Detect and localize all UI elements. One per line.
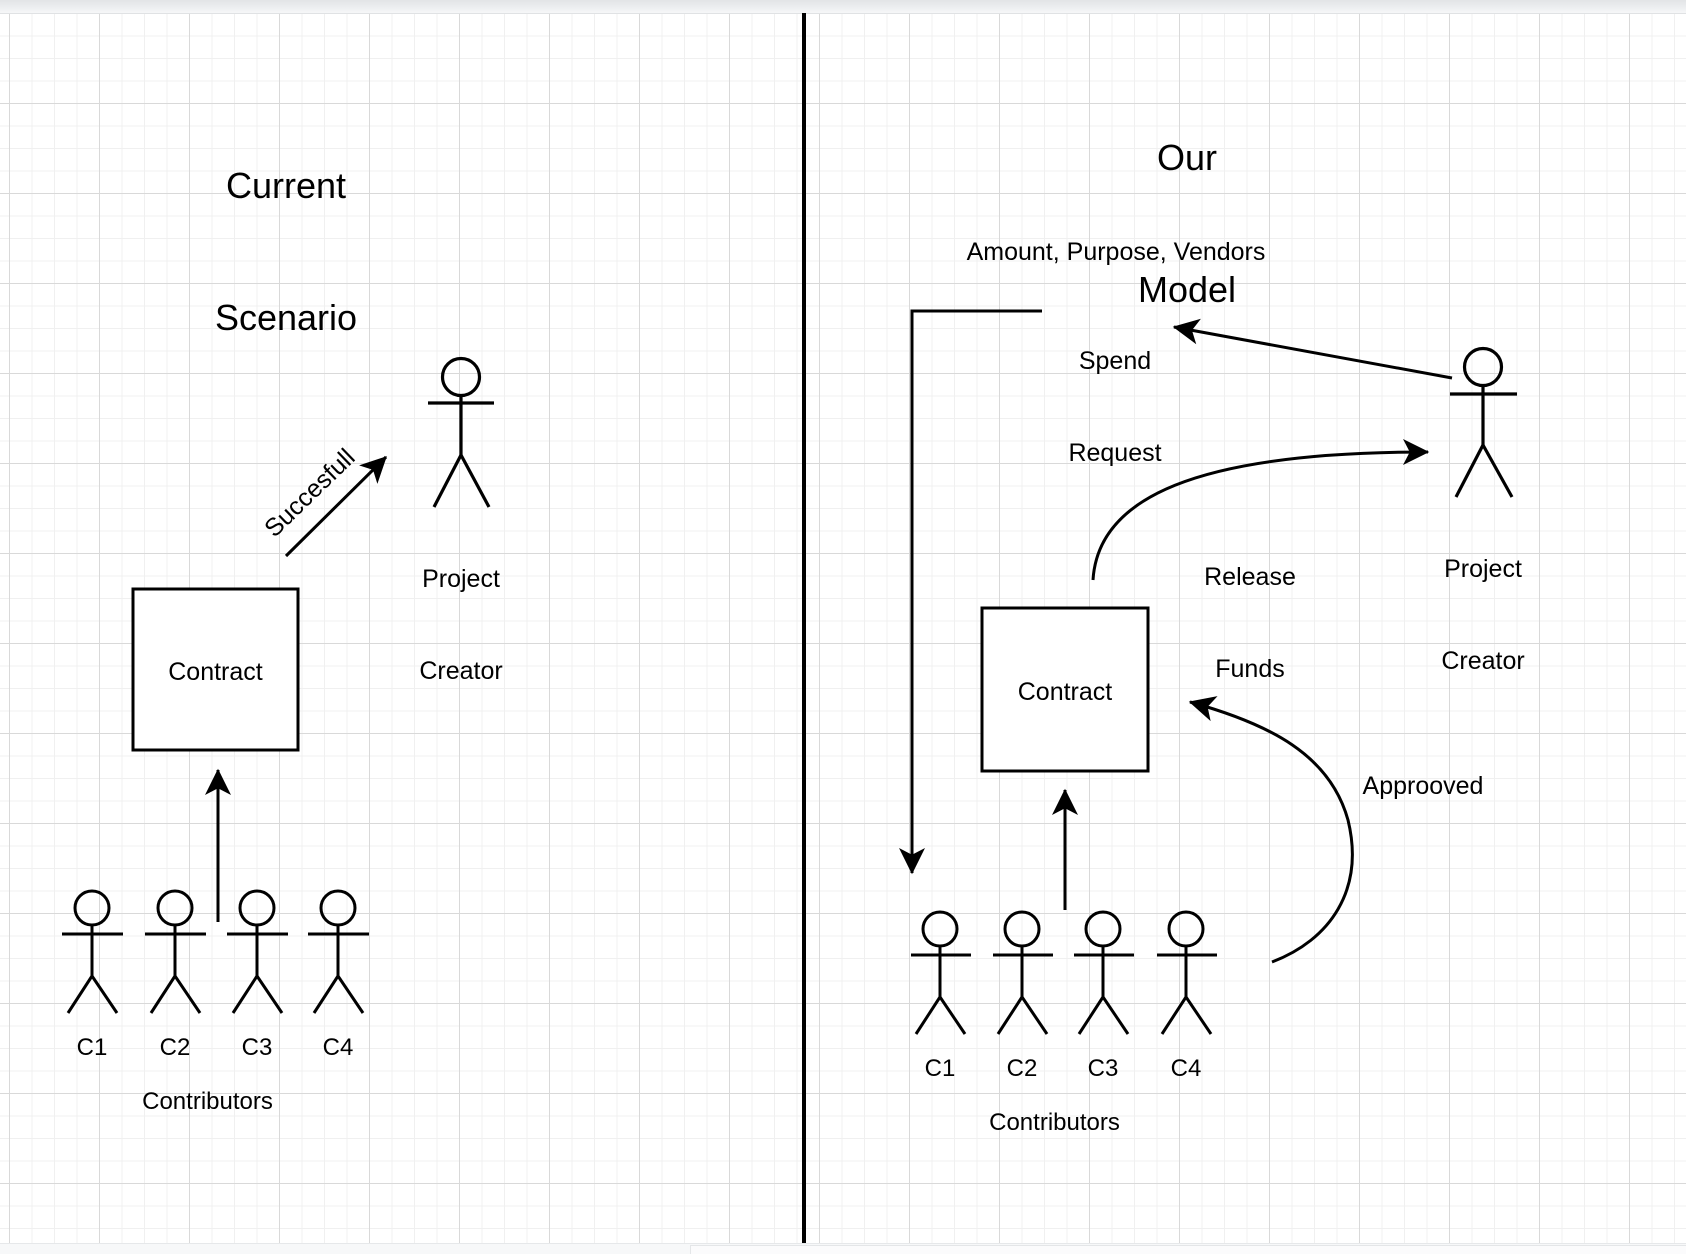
left-panel-title: Current Scenario — [186, 76, 386, 427]
left-contract-label: Contract — [168, 658, 263, 686]
right-panel-title-line2: Model — [1137, 268, 1237, 310]
right-project-creator-label: Project Creator — [1403, 493, 1563, 737]
left-contributor-c1-label: C1 — [76, 1034, 108, 1061]
right-panel-title-line1: Our — [1156, 136, 1217, 178]
window-top-chrome — [0, 0, 1686, 14]
right-contract-label: Contract — [1017, 678, 1113, 706]
left-contributor-c2-figure — [145, 889, 206, 1014]
right-contributor-c2-figure — [993, 910, 1053, 1035]
left-panel-title-line2: Scenario — [214, 296, 358, 338]
left-panel-title-line1: Current — [225, 164, 347, 206]
spend-request-edge-label: Spend Request — [1046, 285, 1184, 529]
right-contributor-c2-label: C2 — [1006, 1055, 1038, 1082]
left-contributors-group-label: Contributors — [142, 1088, 273, 1115]
right-contributor-c1-label: C1 — [924, 1055, 956, 1082]
right-contributor-c1-figure — [911, 910, 971, 1035]
left-contributor-c3-figure — [227, 889, 288, 1014]
left-contributor-c4-figure — [308, 889, 369, 1014]
spend-request-to-contributors-connector — [899, 309, 1042, 875]
release-funds-line2: Funds — [1215, 654, 1285, 683]
right-contributor-c3-figure — [1074, 910, 1134, 1035]
right-project-creator-line2: Creator — [1441, 646, 1525, 675]
right-contributor-c3-label: C3 — [1087, 1055, 1119, 1082]
left-project-creator-line2: Creator — [419, 656, 503, 685]
release-funds-edge-label: Release Funds — [1179, 501, 1321, 745]
left-project-creator-label: Project Creator — [381, 503, 541, 747]
spend-request-details-annotation: Amount, Purpose, Vendors — [966, 238, 1266, 266]
right-project-creator-line1: Project — [1444, 555, 1522, 583]
approved-edge-label: Approoved — [1362, 772, 1484, 800]
spend-request-line2: Request — [1068, 438, 1162, 467]
left-contributor-c4-label: C4 — [322, 1034, 354, 1061]
left-project-creator-figure — [428, 356, 494, 508]
spend-request-line1: Spend — [1078, 347, 1152, 375]
left-contributor-c2-label: C2 — [159, 1034, 191, 1061]
left-successful-edge-label: Succesfull — [259, 443, 361, 543]
left-project-creator-line1: Project — [422, 565, 500, 593]
right-contributor-c4-figure — [1157, 910, 1217, 1035]
right-contributors-group-label: Contributors — [989, 1109, 1120, 1136]
window-bottom-chrome-panel — [690, 1245, 1686, 1254]
left-contributor-c3-label: C3 — [241, 1034, 273, 1061]
left-contributor-c1-figure — [62, 889, 123, 1014]
release-funds-line1: Release — [1204, 563, 1296, 591]
right-panel-title: Our Model — [1087, 48, 1287, 399]
right-contributor-c4-label: C4 — [1170, 1055, 1202, 1082]
right-project-creator-figure — [1450, 346, 1517, 498]
